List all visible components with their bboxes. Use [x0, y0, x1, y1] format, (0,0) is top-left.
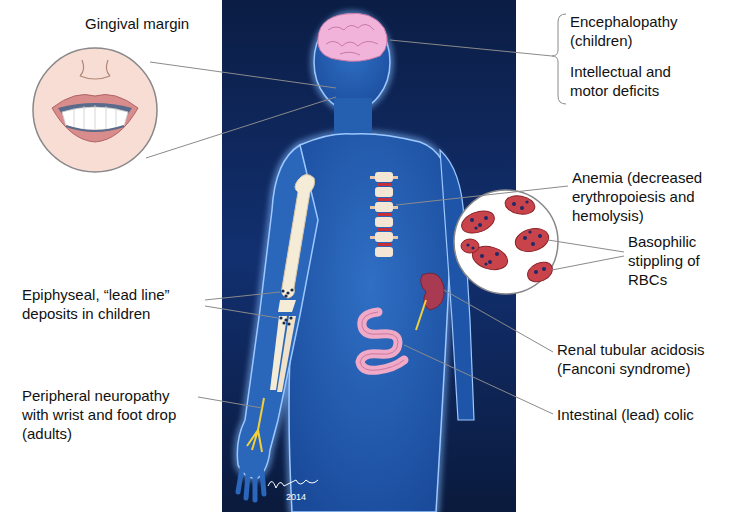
kidney	[416, 273, 444, 330]
spine	[370, 172, 398, 257]
callout-label: Peripheral neuropathy with wrist and foo…	[22, 386, 192, 443]
rbc-inset	[454, 190, 558, 294]
intestine	[360, 312, 404, 370]
callout-label: Basophilic stippling of RBCs	[628, 232, 700, 289]
body-figure	[237, 14, 474, 512]
callout-label: Encephalopathy (children)	[570, 12, 695, 50]
callout-label: Intellectual and motor deficits	[570, 62, 710, 100]
background-panel	[222, 0, 516, 512]
mouth-inset	[33, 48, 157, 172]
callout-label: 2014	[286, 492, 326, 502]
brain	[318, 13, 387, 61]
arm-bones	[270, 174, 315, 392]
callout-label: Gingival margin	[85, 14, 235, 33]
signature	[268, 480, 318, 488]
callout-label: Intestinal (lead) colic	[557, 405, 729, 424]
leader-lines	[146, 14, 624, 414]
callout-label: Renal tubular acidosis (Fanconi syndrome…	[557, 340, 729, 378]
callout-label: Anemia (decreased erythropoiesis and hem…	[572, 168, 722, 225]
callout-label: Epiphyseal, “lead line” deposits in chil…	[22, 285, 207, 323]
